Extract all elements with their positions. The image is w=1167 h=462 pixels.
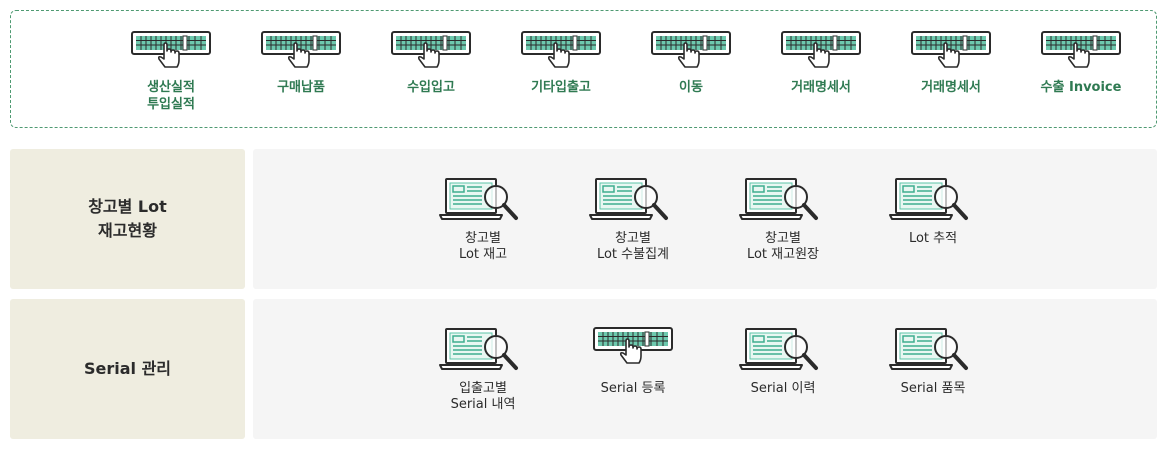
menu-item-transfer[interactable]: 이동 [631,31,751,96]
section-title-lot-inventory: 창고별 Lot 재고현황 [10,149,245,289]
card-label: Serial 등록 [600,381,666,396]
keyboard-hand-icon [261,31,341,69]
keyboard-hand-icon [391,31,471,69]
keyboard-hand-icon [781,31,861,69]
card-warehouse-lot-summary[interactable]: 창고별 Lot 수불집계 [568,177,698,263]
top-menu-panel: 생산실적 투입실적 구매납품 수입입고 기타입출고 이동 거래명세서 거래명세서… [10,10,1157,128]
menu-item-label: 거래명세서 [921,80,981,95]
card-warehouse-lot-stock[interactable]: 창고별 Lot 재고 [418,177,548,263]
menu-item-transaction-statement-2[interactable]: 거래명세서 [891,31,1011,96]
card-warehouse-lot-ledger[interactable]: 창고별 Lot 재고원장 [718,177,848,263]
keyboard-hand-icon [1041,31,1121,69]
menu-item-other-in-out[interactable]: 기타입출고 [501,31,621,96]
card-label: Serial 이력 [750,381,816,396]
laptop-search-icon [588,177,678,227]
menu-item-label: 거래명세서 [791,80,851,95]
keyboard-hand-icon [521,31,601,69]
keyboard-hand-icon [651,31,731,69]
menu-item-purchase-delivery[interactable]: 구매납품 [241,31,361,96]
menu-item-transaction-statement[interactable]: 거래명세서 [761,31,881,96]
card-lot-trace[interactable]: Lot 추적 [868,177,998,247]
card-serial-history[interactable]: Serial 이력 [718,327,848,397]
keyboard-hand-icon [131,31,211,69]
laptop-search-icon [888,177,978,227]
menu-item-label: 기타입출고 [531,80,591,95]
laptop-search-icon [888,327,978,377]
menu-item-label: 생산실적 투입실적 [147,80,195,112]
card-label: Lot 추적 [908,231,958,246]
section-panel-serial-management: 입출고별 Serial 내역 Serial 등록 Serial 이력 Seria… [253,299,1157,439]
card-label: Serial 품목 [900,381,966,396]
menu-item-import-receipt[interactable]: 수입입고 [371,31,491,96]
laptop-search-icon [438,327,528,377]
card-label: 창고별 Lot 재고원장 [746,231,820,262]
section-panel-lot-inventory: 창고별 Lot 재고 창고별 Lot 수불집계 창고별 Lot 재고원장 Lot… [253,149,1157,289]
laptop-search-icon [438,177,528,227]
section-title-serial-management: Serial 관리 [10,299,245,439]
menu-item-label: 수출 Invoice [1040,80,1122,95]
menu-item-production-results[interactable]: 생산실적 투입실적 [111,31,231,113]
menu-item-export-invoice[interactable]: 수출 Invoice [1021,31,1141,96]
card-serial-register[interactable]: Serial 등록 [568,327,698,397]
keyboard-hand-icon [911,31,991,69]
laptop-search-icon [738,327,828,377]
menu-item-label: 수입입고 [407,80,455,95]
menu-item-label: 이동 [679,80,703,95]
card-label: 창고별 Lot 재고 [458,231,508,262]
menu-item-label: 구매납품 [277,80,325,95]
laptop-search-icon [738,177,828,227]
card-serial-in-out-history[interactable]: 입출고별 Serial 내역 [418,327,548,413]
card-serial-item[interactable]: Serial 품목 [868,327,998,397]
card-label: 창고별 Lot 수불집계 [596,231,670,262]
card-label: 입출고별 Serial 내역 [450,381,516,412]
keyboard-hand-icon [593,327,673,365]
